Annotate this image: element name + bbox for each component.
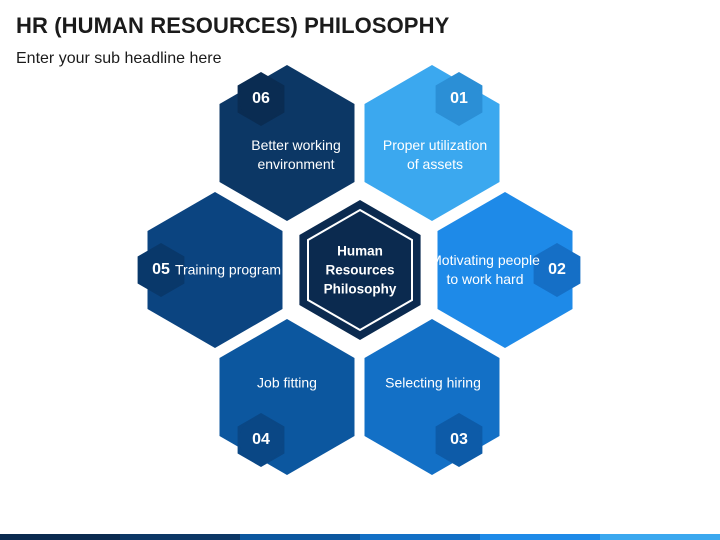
- item-label-05: Training program: [174, 261, 282, 278]
- item-label-06: Better working environment: [251, 137, 341, 172]
- bottom-bar-segment: [240, 534, 360, 540]
- badge-number-01: 01: [450, 90, 468, 107]
- badge-number-05: 05: [152, 261, 170, 278]
- badge-circle-04: [239, 418, 283, 462]
- item-label-04: Job fitting: [257, 374, 317, 391]
- bottom-bar-segment: [480, 534, 600, 540]
- center-hexagon-outline: [307, 208, 413, 332]
- badge-circle-05: [139, 248, 183, 292]
- page-subtitle: Enter your sub headline here: [16, 50, 222, 67]
- page-title: HR (HUMAN RESOURCES) PHILOSOPHY: [16, 13, 450, 38]
- center-label: Human Resources Philosophy: [323, 243, 397, 297]
- badge-number-02: 02: [548, 261, 566, 278]
- badge-number-04: 04: [252, 431, 270, 448]
- bottom-bar-segment: [120, 534, 240, 540]
- badge-number-03: 03: [450, 431, 468, 448]
- badge-circle-06: [239, 77, 283, 121]
- bottom-bar-segment: [360, 534, 480, 540]
- bottom-color-bar: [0, 534, 720, 540]
- item-label-01: Proper utilization of assets: [382, 137, 488, 172]
- badge-circle-03: [437, 418, 481, 462]
- hexagon-02: [437, 192, 573, 348]
- bottom-bar-segment: [0, 534, 120, 540]
- badge-circle-02: [535, 248, 579, 292]
- center-hexagon: [299, 200, 421, 340]
- hexagon-05: [147, 192, 283, 348]
- badge-circle-01: [437, 77, 481, 121]
- bottom-bar-segment: [600, 534, 720, 540]
- item-label-02: Motivating people to work hard: [430, 252, 540, 287]
- badge-number-06: 06: [252, 90, 270, 107]
- item-label-03: Selecting hiring: [385, 374, 481, 391]
